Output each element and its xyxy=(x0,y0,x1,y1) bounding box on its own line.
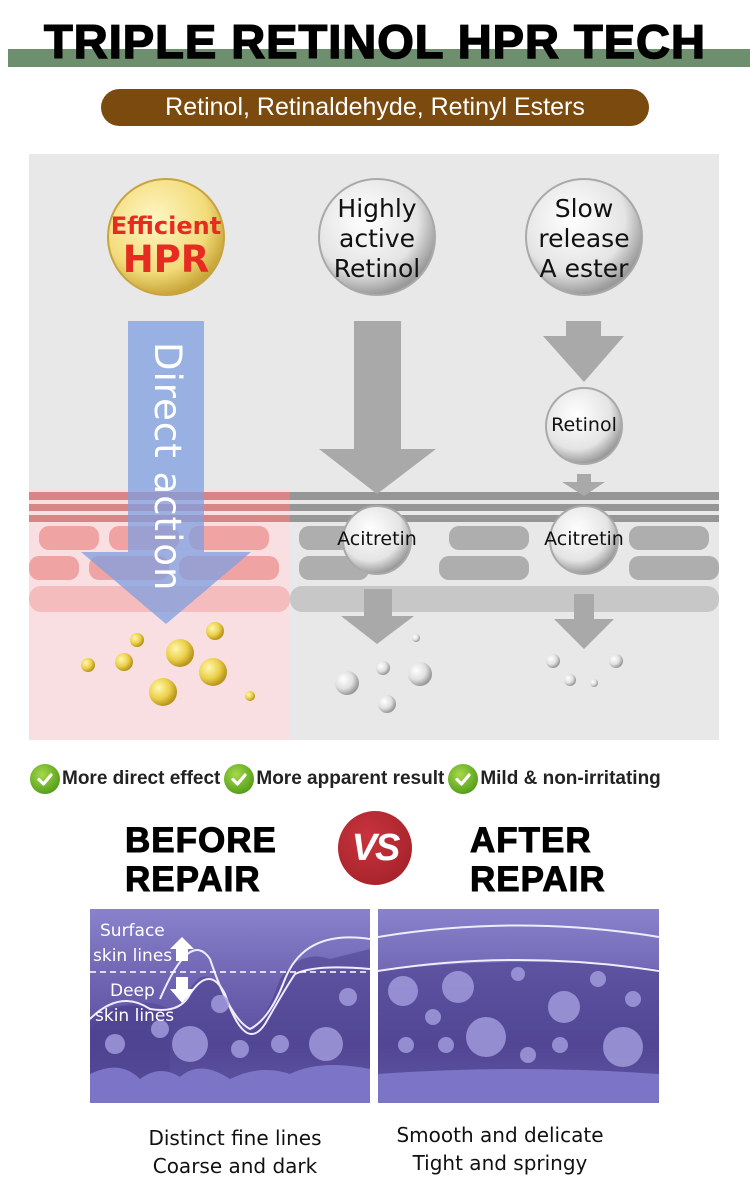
gold-bubble xyxy=(206,622,224,640)
gray-bubble xyxy=(378,695,396,713)
deep-label-line2: skin lines xyxy=(95,1006,175,1026)
ester-circle xyxy=(525,178,643,296)
gray-bubble xyxy=(546,654,560,668)
check-circle-icon xyxy=(448,764,479,794)
gray-bubble xyxy=(335,671,359,695)
after-title-line1: AFTER xyxy=(470,821,592,861)
check-circle-icon xyxy=(30,764,60,794)
gold-bubbles xyxy=(81,622,255,706)
benefits-row: More direct effect More apparent result … xyxy=(30,762,730,796)
benefit-item: More apparent result xyxy=(224,764,444,794)
deep-label-line1: Deep xyxy=(110,981,155,1001)
gray-bubble xyxy=(376,661,390,675)
arrow-down-icon xyxy=(170,977,194,1003)
retinol-arrow xyxy=(319,321,436,644)
title-accent-band xyxy=(8,49,750,67)
retinol-circle-line1: Highly xyxy=(337,194,417,223)
gray-bubble xyxy=(564,674,576,686)
retinol-circle-line3: Retinol xyxy=(333,254,421,283)
ingredients-pill: Retinol, Retinaldehyde, Retinyl Esters xyxy=(101,89,649,126)
surface-label-line1: Surface xyxy=(100,921,165,941)
hpr-label-line1: Efficient xyxy=(110,212,222,240)
acitretin-label-2: Acitretin xyxy=(544,528,624,550)
page-title: TRIPLE RETINOL HPR TECH xyxy=(43,14,706,69)
mechanism-diagram: Efficient HPR Highly active Retinol Slow… xyxy=(29,154,719,740)
retinol-circle xyxy=(318,178,436,296)
after-caption: Smooth and delicate Tight and springy xyxy=(370,1121,630,1177)
before-caption-line2: Coarse and dark xyxy=(152,1154,318,1178)
ester-circle-line3: A ester xyxy=(539,254,629,283)
retinol-circle-line2: active xyxy=(339,224,415,253)
skin-layer-gray xyxy=(290,492,719,612)
gray-bubble xyxy=(412,634,420,642)
surface-label-line2: skin lines xyxy=(93,946,173,966)
hpr-circle xyxy=(107,178,225,296)
after-title-line2: REPAIR xyxy=(470,860,606,900)
benefit-label: More direct effect xyxy=(62,768,221,789)
diagram-graphics xyxy=(29,178,719,713)
acitretin-circle-2 xyxy=(549,505,619,575)
gray-bubble xyxy=(590,679,598,687)
gray-bubbles-ester xyxy=(546,654,623,687)
ester-arrow xyxy=(543,321,624,649)
arrow-up-icon xyxy=(170,937,194,961)
benefit-item: Mild & non-irritating xyxy=(448,764,661,794)
benefit-item: More direct effect xyxy=(30,764,220,794)
before-title-line1: BEFORE xyxy=(125,821,277,861)
gold-bubble xyxy=(166,639,194,667)
gold-bubble xyxy=(149,678,177,706)
before-caption-line1: Distinct fine lines xyxy=(148,1126,322,1150)
after-title: AFTER REPAIR xyxy=(470,821,606,900)
ester-circle-line1: Slow xyxy=(554,194,614,223)
gray-bubble xyxy=(408,662,432,686)
after-caption-line2: Tight and springy xyxy=(412,1151,588,1175)
before-title: BEFORE REPAIR xyxy=(125,821,277,900)
benefit-label: Mild & non-irritating xyxy=(480,768,661,789)
hpr-label-line2: HPR xyxy=(122,238,210,281)
gray-bubbles-retinol xyxy=(335,634,432,713)
before-title-line2: REPAIR xyxy=(125,860,261,900)
direct-action-label: Direct action xyxy=(146,342,189,592)
direct-action-arrow xyxy=(81,321,251,624)
before-caption: Distinct fine lines Coarse and dark xyxy=(110,1124,360,1180)
intermediate-retinol-label: Retinol xyxy=(551,414,617,436)
after-skin-graphic xyxy=(378,924,659,1103)
gold-bubble xyxy=(199,658,227,686)
gray-bubble xyxy=(609,654,623,668)
before-skin-illustration: Surface skin lines Deep skin lines xyxy=(90,909,370,1103)
acitretin-label-1: Acitretin xyxy=(337,528,417,550)
intermediate-retinol-circle xyxy=(545,387,623,465)
gold-bubble xyxy=(115,653,133,671)
acitretin-circle-1 xyxy=(342,505,412,575)
gold-bubble xyxy=(130,633,144,647)
vs-badge: VS xyxy=(338,811,412,885)
before-skin-graphic xyxy=(90,936,370,1103)
after-skin-illustration xyxy=(378,909,659,1103)
check-circle-icon xyxy=(224,764,255,794)
gold-bubble xyxy=(81,658,95,672)
gold-bubble xyxy=(245,691,255,701)
benefit-label: More apparent result xyxy=(256,768,445,789)
ester-circle-line2: release xyxy=(538,224,630,253)
after-caption-line1: Smooth and delicate xyxy=(396,1123,604,1147)
